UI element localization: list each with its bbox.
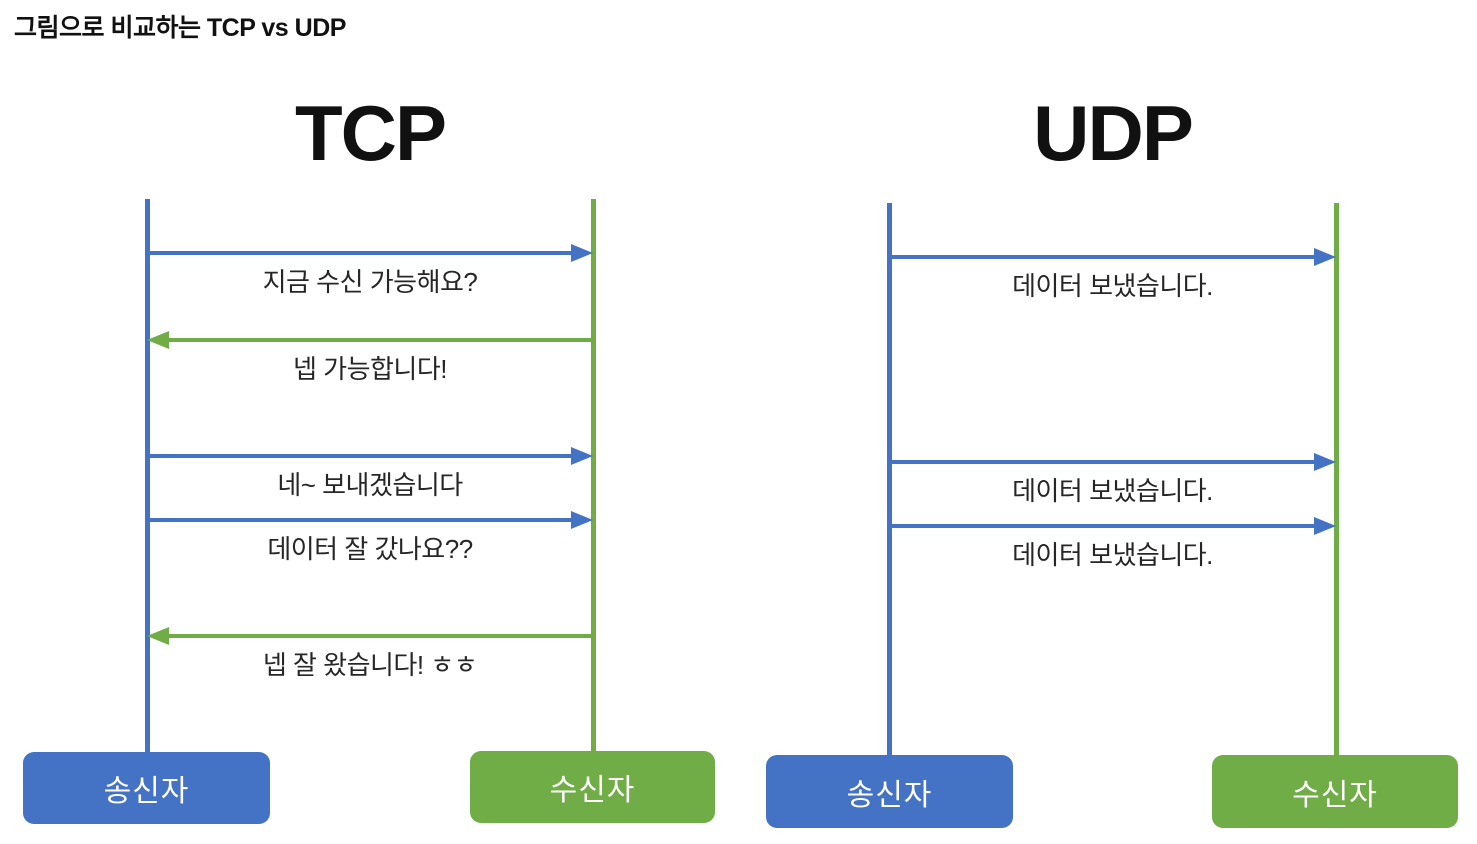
tcp-sender-box: 송신자 [23,752,270,824]
udp-heading: UDP [1033,89,1194,177]
udp-receiver-lifeline [1334,203,1339,756]
udp-sender-box: 송신자 [766,755,1013,828]
udp-sender-lifeline [887,203,892,756]
tcp-message-arrowhead-left-icon [147,331,169,349]
udp-message-arrowhead-right-icon [1314,517,1336,535]
udp-receiver-box: 수신자 [1212,755,1458,828]
udp-message-label: 데이터 보냈습니다. [1012,271,1213,301]
udp-message-arrowhead-right-icon [1314,453,1336,471]
tcp-message-label: 네~ 보내겠습니다 [277,470,463,500]
tcp-receiver-lifeline [591,199,596,753]
tcp-message-arrow [147,454,573,458]
tcp-message-label: 넵 잘 왔습니다! ㅎㅎ [262,650,478,680]
tcp-message-label: 넵 가능합니다! [293,354,447,384]
tcp-receiver-box: 수신자 [470,751,715,823]
tcp-message-arrowhead-right-icon [571,511,593,529]
tcp-message-arrowhead-right-icon [571,244,593,262]
tcp-message-arrowhead-right-icon [571,447,593,465]
tcp-heading: TCP [295,89,447,177]
udp-message-label: 데이터 보냈습니다. [1012,476,1213,506]
tcp-message-label: 지금 수신 가능해요? [262,267,478,297]
tcp-message-arrow [147,251,573,255]
tcp-message-arrowhead-left-icon [147,627,169,645]
tcp-message-arrow [167,634,593,638]
udp-message-arrow [889,524,1316,528]
udp-message-arrow [889,255,1316,259]
udp-message-arrow [889,460,1316,464]
tcp-message-arrow [167,338,593,342]
tcp-message-arrow [147,518,573,522]
page-title: 그림으로 비교하는 TCP vs UDP [14,14,346,42]
tcp-message-label: 데이터 잘 갔나요?? [267,534,473,564]
udp-message-arrowhead-right-icon [1314,248,1336,266]
tcp-sender-lifeline [145,199,150,753]
udp-message-label: 데이터 보냈습니다. [1012,540,1213,570]
